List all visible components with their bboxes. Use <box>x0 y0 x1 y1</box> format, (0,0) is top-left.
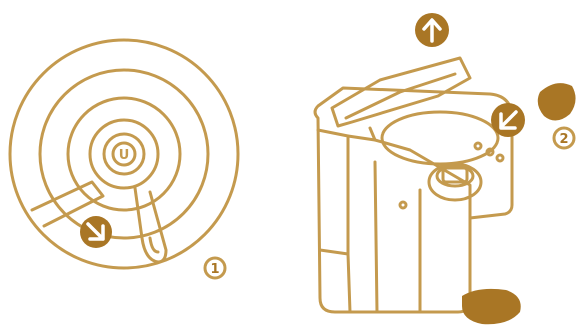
step-1-number: 1 <box>210 262 219 277</box>
step-2-badge: 2 <box>554 128 574 148</box>
rim <box>348 136 470 218</box>
arrow-down-left-icon <box>491 103 525 137</box>
control-dot-3 <box>497 155 503 161</box>
left-panel <box>318 130 348 254</box>
spout-inner <box>150 238 158 252</box>
step-2-number: 2 <box>559 132 568 147</box>
front-divider-1 <box>375 162 377 312</box>
removed-part <box>538 83 576 120</box>
arrow-up-icon <box>415 13 449 47</box>
inner-bowl <box>382 112 498 164</box>
arrow-down-right-icon <box>80 216 112 248</box>
left-panel-edge <box>348 254 350 312</box>
spout <box>135 188 166 262</box>
panel-device <box>315 58 512 312</box>
side-hole <box>400 202 406 208</box>
control-dot-1 <box>475 143 481 149</box>
hub-label: U <box>119 148 130 163</box>
step-1-badge: 1 <box>205 258 225 278</box>
base-pad <box>462 289 521 324</box>
